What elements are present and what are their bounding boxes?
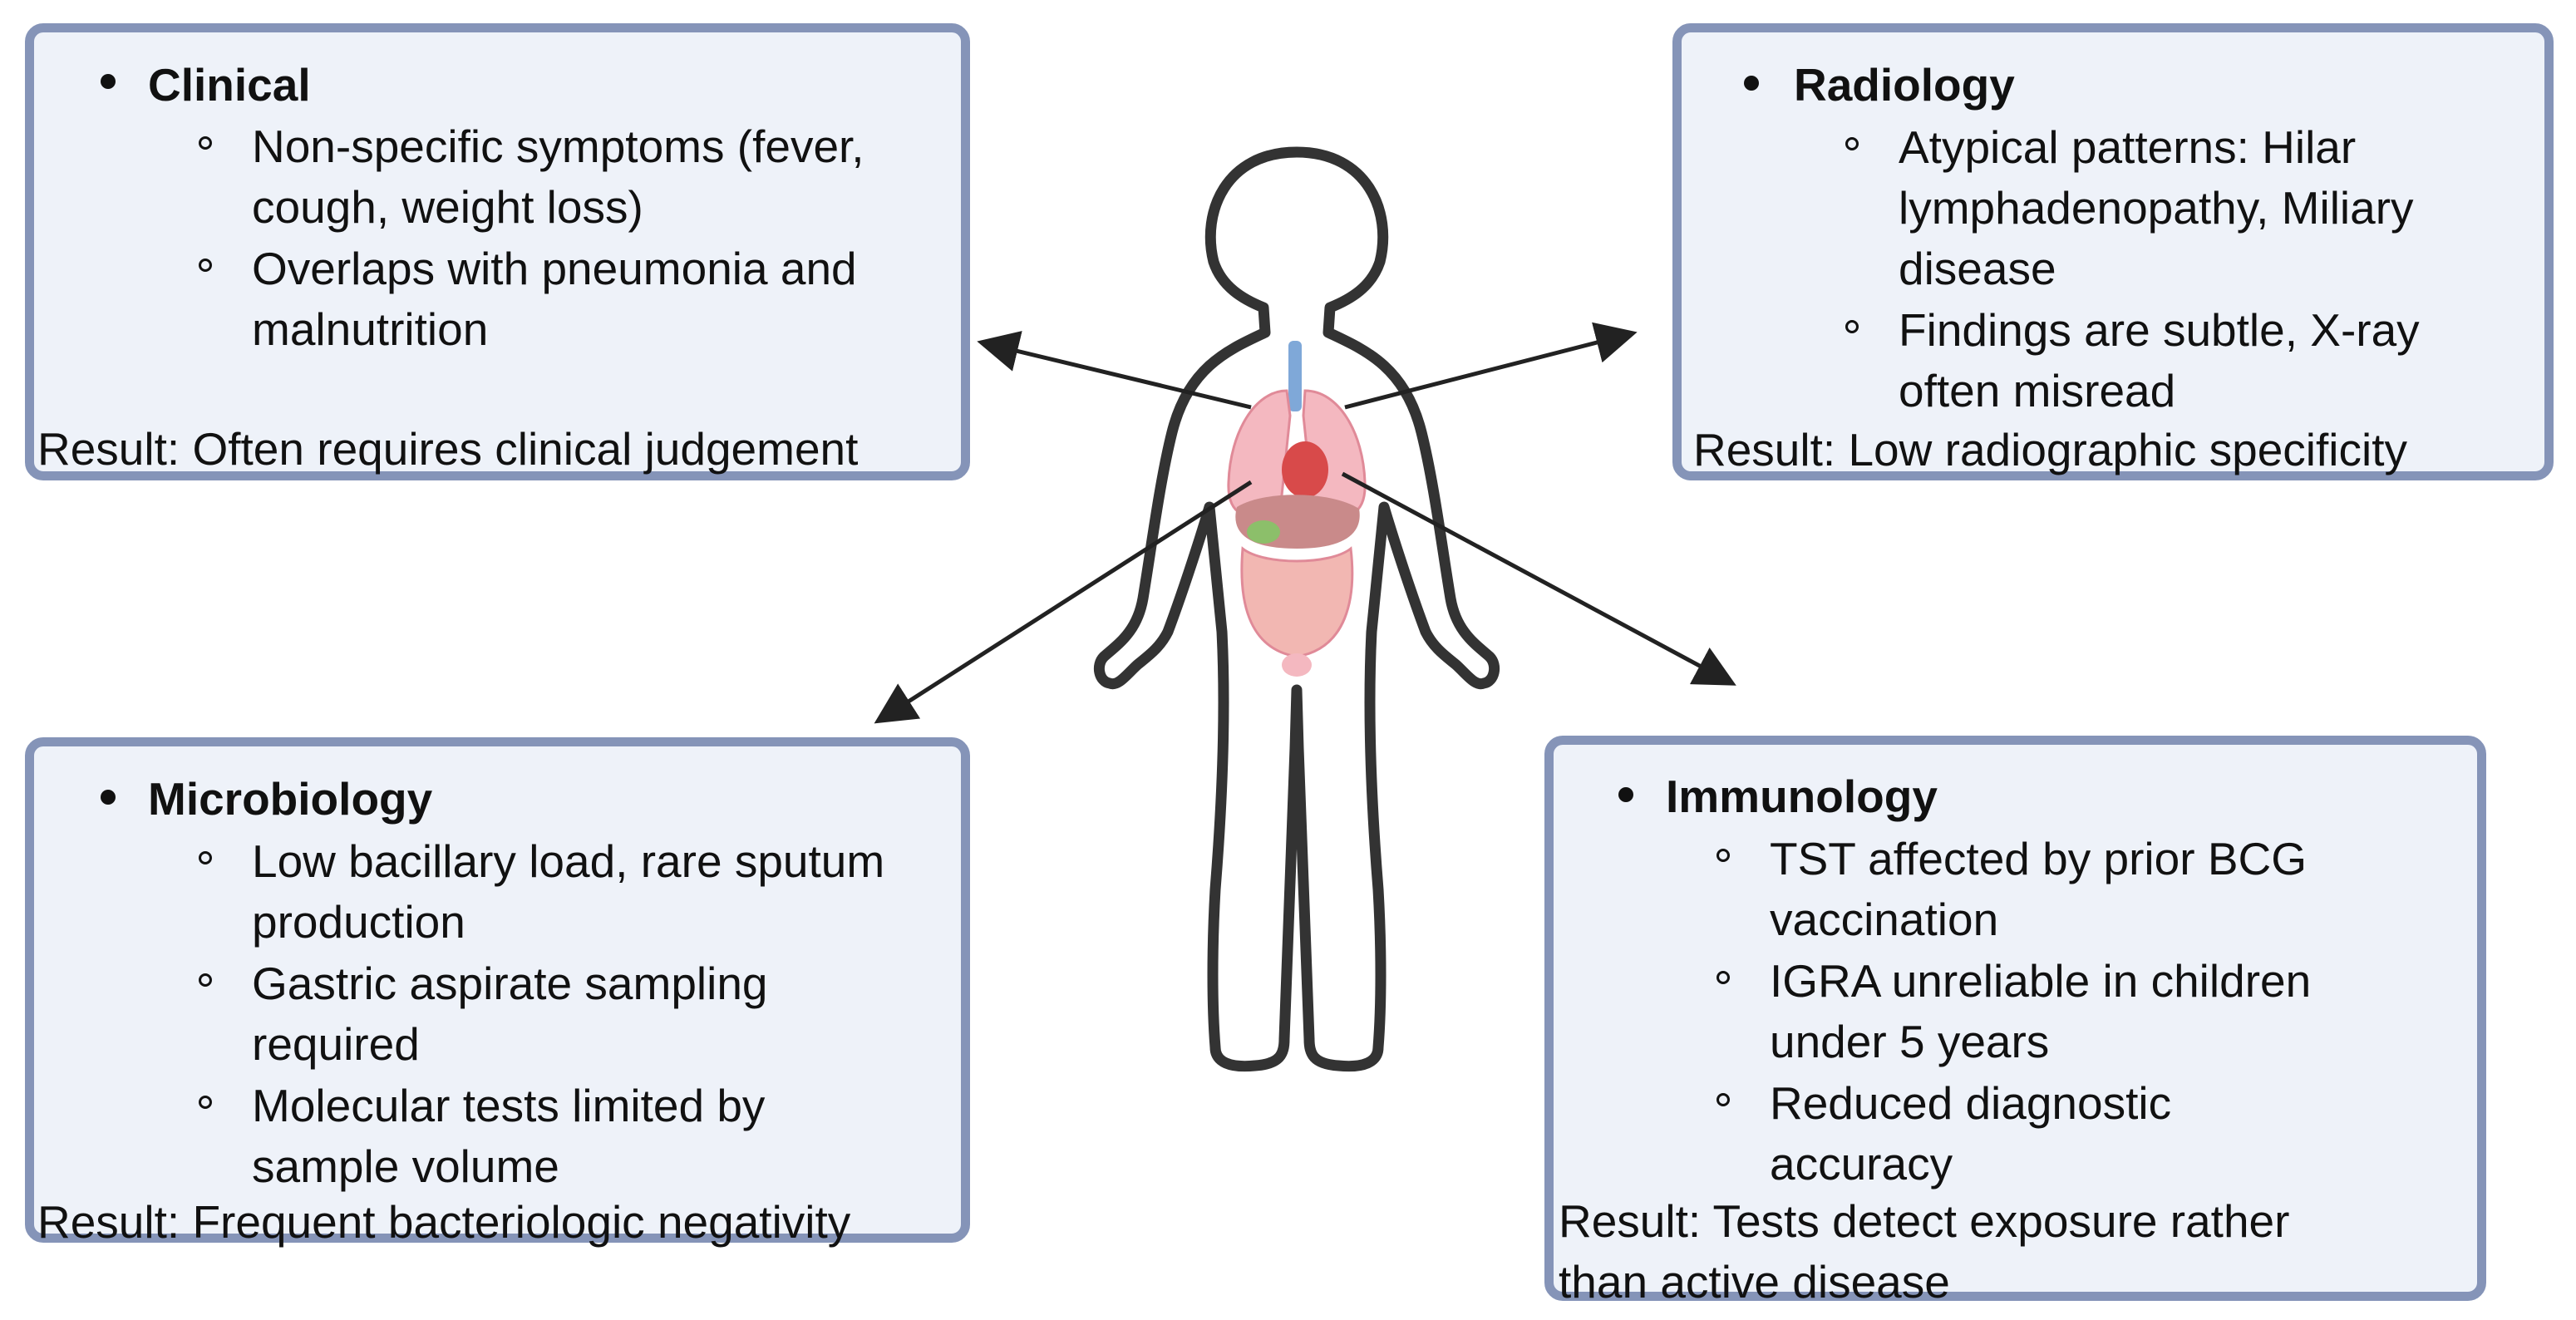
arrow-to-radiology [1344, 322, 1638, 410]
arrow-to-clinical [977, 331, 1252, 410]
microbiology-item-1-line-2: production [252, 896, 465, 948]
sub-bullet-icon [199, 259, 212, 272]
microbiology-box: Microbiology Low bacillary load, rare sp… [25, 737, 970, 1248]
radiology-item-1-line-3: disease [1899, 243, 2056, 294]
sub-bullet-icon [1717, 1093, 1730, 1106]
radiology-title: Radiology [1794, 59, 2015, 111]
clinical-title: Clinical [148, 59, 311, 111]
microbiology-item-3-line-2: sample volume [252, 1140, 559, 1192]
immunology-item-2-line-2: under 5 years [1770, 1016, 2050, 1067]
clinical-result: Result: Often requires clinical judgemen… [37, 423, 859, 475]
immunology-item-3-line-1: Reduced diagnostic [1770, 1077, 2172, 1129]
sub-bullet-icon [199, 1096, 212, 1109]
immunology-result-line-1: Result: Tests detect exposure rather [1559, 1195, 2290, 1247]
sub-bullet-icon [1845, 320, 1859, 333]
immunology-result-line-2: than active disease [1559, 1256, 1950, 1308]
microbiology-result: Result: Frequent bacteriologic negativit… [37, 1196, 851, 1248]
immunology-box: Immunology TST affected by prior BCG vac… [1544, 736, 2486, 1305]
clinical-item-1-line-1: Non-specific symptoms (fever, [252, 121, 864, 172]
clinical-item-2-line-1: Overlaps with pneumonia and [252, 243, 857, 294]
microbiology-item-2-line-2: required [252, 1018, 420, 1070]
radiology-item-2-line-1: Findings are subtle, X-ray [1899, 304, 2420, 356]
organs-icon [1227, 341, 1367, 677]
microbiology-item-2-line-1: Gastric aspirate sampling [252, 958, 768, 1009]
immunology-item-1-line-1: TST affected by prior BCG [1770, 833, 2308, 884]
immunology-item-2-line-1: IGRA unreliable in children [1770, 955, 2312, 1007]
microbiology-item-3-line-1: Molecular tests limited by [252, 1080, 766, 1131]
arrow-to-microbiology [874, 480, 1253, 724]
radiology-item-2-line-2: often misread [1899, 365, 2176, 416]
radiology-item-1-line-2: lymphadenopathy, Miliary [1899, 182, 2414, 234]
clinical-box: Clinical Non-specific symptoms (fever, c… [25, 23, 970, 480]
microbiology-title: Microbiology [148, 773, 433, 825]
sub-bullet-icon [1717, 971, 1730, 984]
clinical-item-2-line-2: malnutrition [252, 303, 489, 355]
arrow-to-immunology [1341, 471, 1736, 686]
bullet-icon [101, 74, 116, 89]
bullet-icon [1744, 76, 1759, 91]
radiology-box: Radiology Atypical patterns: Hilar lymph… [1672, 23, 2554, 480]
radiology-item-1-line-1: Atypical patterns: Hilar [1899, 121, 2357, 173]
bullet-icon [101, 790, 116, 805]
child-silhouette-icon [1093, 146, 1500, 1072]
bullet-icon [1618, 787, 1633, 802]
sub-bullet-icon [199, 973, 212, 987]
clinical-item-1-line-2: cough, weight loss) [252, 181, 643, 233]
immunology-title: Immunology [1666, 771, 1938, 822]
sub-bullet-icon [1717, 849, 1730, 862]
sub-bullet-icon [199, 136, 212, 150]
immunology-item-3-line-2: accuracy [1770, 1138, 1953, 1189]
microbiology-item-1-line-1: Low bacillary load, rare sputum [252, 835, 885, 887]
immunology-item-1-line-2: vaccination [1770, 894, 1999, 945]
sub-bullet-icon [1845, 137, 1859, 150]
sub-bullet-icon [199, 851, 212, 864]
radiology-result: Result: Low radiographic specificity [1693, 424, 2407, 475]
arrows [874, 322, 1736, 724]
